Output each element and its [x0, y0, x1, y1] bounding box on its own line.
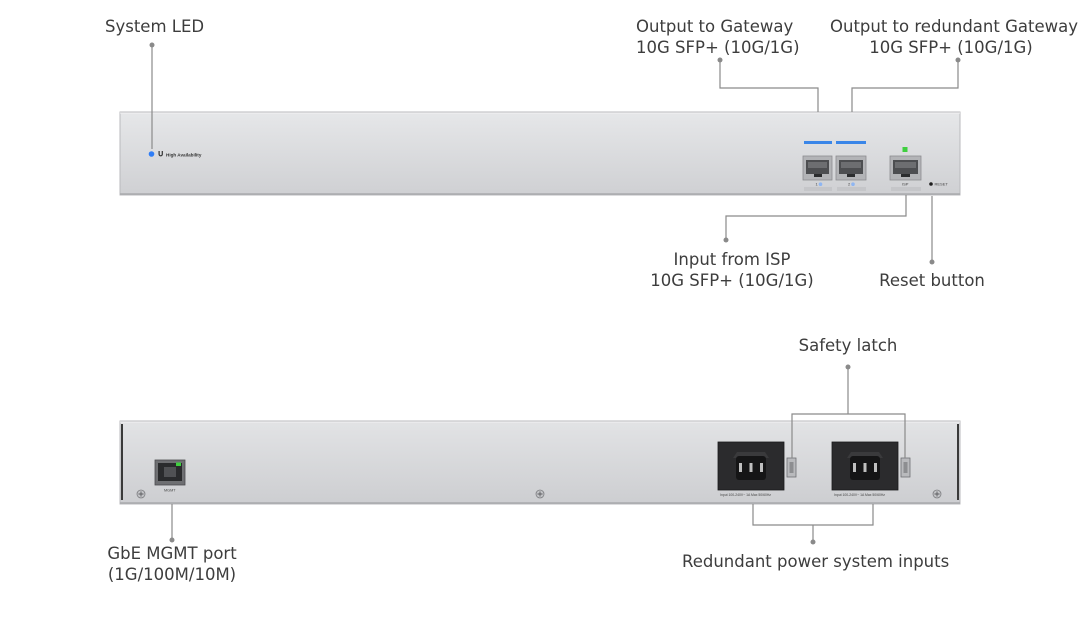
reset-button-label: Reset button [872, 270, 992, 291]
input-isp-line2: 10G SFP+ (10G/1G) [650, 271, 814, 290]
output-redundant-line2: 10G SFP+ (10G/1G) [869, 38, 1033, 57]
system-led-text: System LED [105, 17, 205, 36]
port-2-indicator-icon [851, 182, 855, 186]
power-inlet-1[interactable] [717, 441, 785, 491]
input-isp-line1: Input from ISP [673, 250, 791, 269]
input-isp-label: Input from ISP 10G SFP+ (10G/1G) [648, 249, 816, 291]
mgmt-port-label: MGMT [164, 489, 176, 493]
ubiquiti-logo-icon [158, 151, 163, 157]
mgmt-link-led [176, 462, 181, 466]
port-2-link-bar [836, 141, 866, 144]
output-redundant-line1: Output to redundant Gateway [830, 17, 1078, 36]
system-led-label: System LED [105, 16, 204, 37]
mgmt-port-line1: GbE MGMT port [107, 544, 237, 563]
rear-callout-lines [171, 367, 906, 542]
port-2-label: 2 [848, 182, 851, 187]
brand-text: High Availability [166, 152, 202, 157]
safety-latch-2[interactable] [900, 457, 911, 478]
mgmt-port[interactable] [154, 459, 186, 486]
psu-2-rating: Input 100-240V~ 1A Max 50/60Hz [834, 493, 885, 497]
mgmt-port-line2: (1G/100M/10M) [107, 565, 237, 584]
output-gateway-label: Output to Gateway 10G SFP+ (10G/1G) [636, 16, 800, 58]
output-gateway-line1: Output to Gateway [636, 17, 794, 36]
rear-panel: MGMT Input 100-240V~ 1A Max 50/60Hz [119, 420, 961, 505]
sfp-port-2[interactable] [835, 155, 867, 191]
output-redundant-label: Output to redundant Gateway 10G SFP+ (10… [830, 16, 1078, 58]
power-inlet-2[interactable] [831, 441, 899, 491]
screw-icon [535, 489, 545, 499]
reset-button-text: Reset button [879, 271, 985, 290]
redundant-power-text: Redundant power system inputs [682, 552, 950, 571]
safety-latch-label: Safety latch [788, 335, 908, 356]
rear-callout-dots [169, 364, 851, 545]
reset-label: RESET [935, 182, 949, 187]
redundant-power-label: Redundant power system inputs [682, 551, 949, 572]
port-1-indicator-icon [818, 182, 823, 186]
front-panel: High Availability 1 2 [119, 111, 961, 196]
safety-latch-1[interactable] [786, 457, 797, 478]
sfp-port-1[interactable] [802, 155, 833, 191]
screw-icon [136, 489, 146, 499]
psu-1-rating: Input 100-240V~ 1A Max 50/60Hz [720, 493, 771, 497]
isp-port-label: ISP [902, 182, 909, 187]
front-callout-dots [149, 42, 961, 265]
port-1-label: 1 [816, 182, 819, 187]
sfp-port-isp[interactable] [889, 155, 922, 191]
screw-icon [932, 489, 942, 499]
front-callout-lines [151, 45, 959, 262]
mgmt-port-callout: GbE MGMT port (1G/100M/10M) [96, 543, 248, 585]
safety-latch-text: Safety latch [798, 336, 898, 355]
output-gateway-line2: 10G SFP+ (10G/1G) [636, 38, 800, 57]
isp-status-led [902, 147, 908, 152]
port-1-link-bar [804, 141, 832, 144]
reset-button[interactable] [929, 182, 933, 186]
system-led [148, 151, 155, 157]
